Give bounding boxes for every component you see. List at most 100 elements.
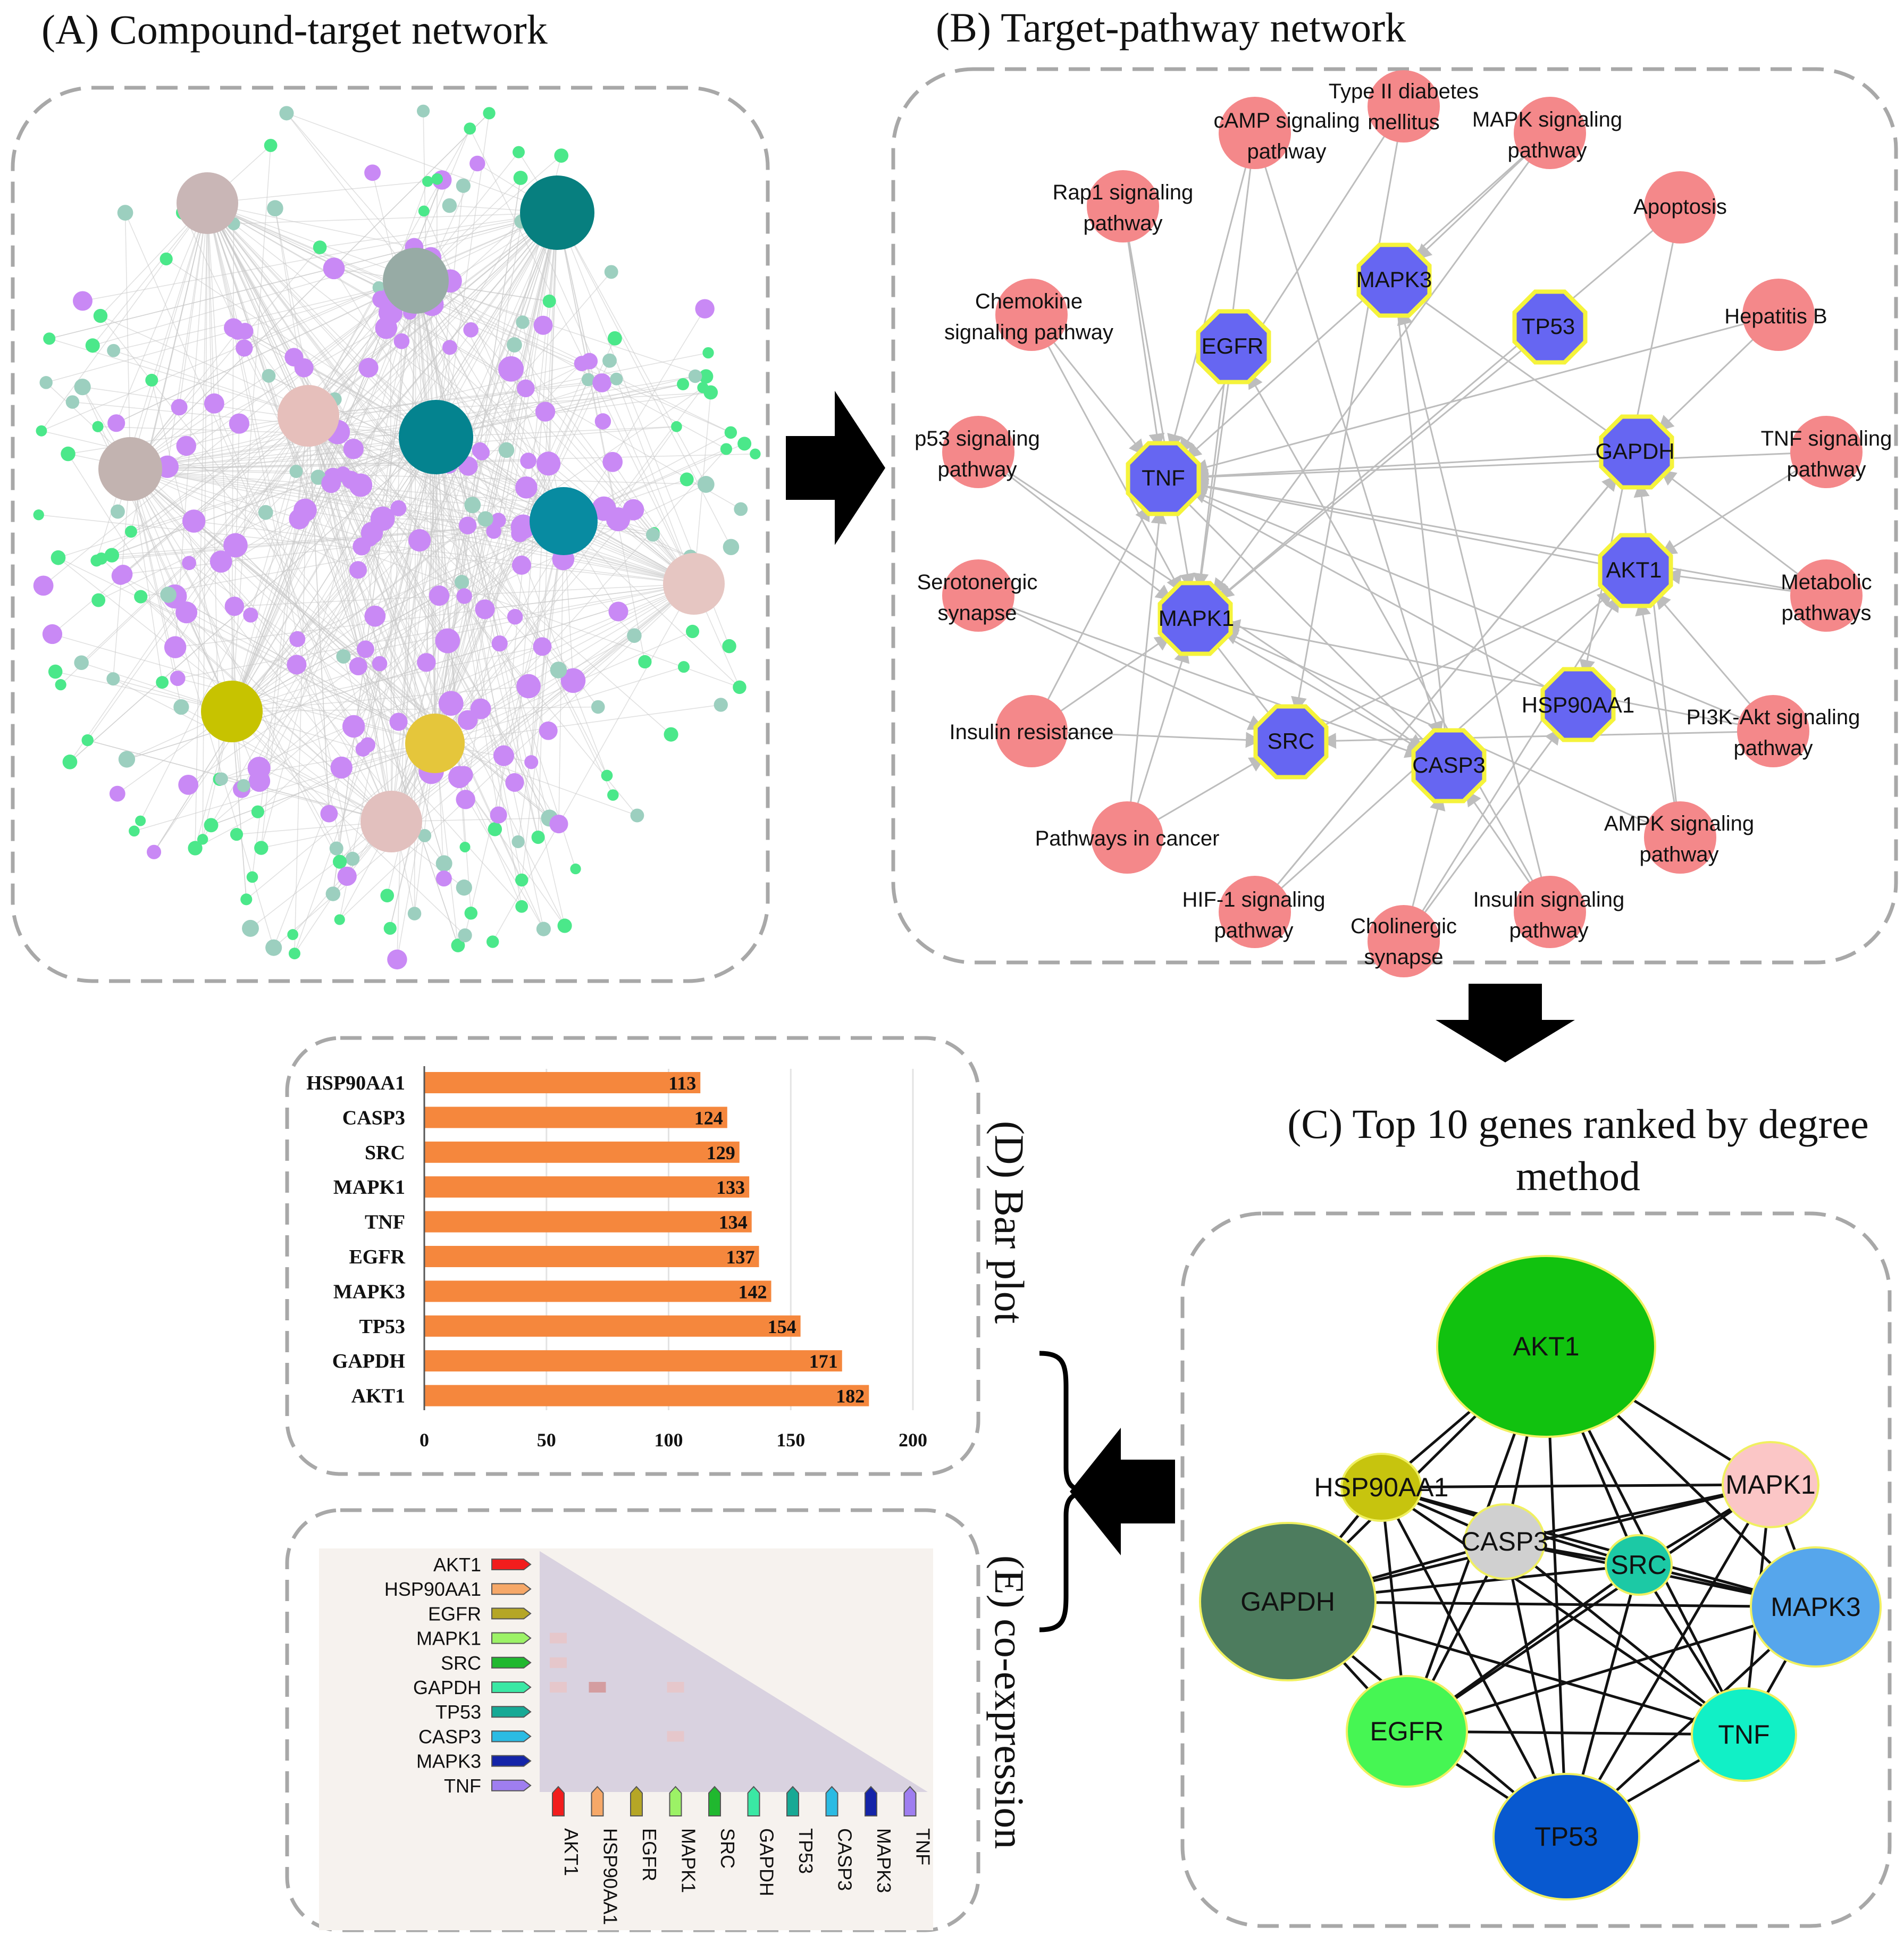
network-edge <box>194 521 694 584</box>
col-color-tag <box>786 1786 799 1816</box>
col-gene-label: HSP90AA1 <box>600 1828 622 1925</box>
pathway-node <box>1737 695 1809 767</box>
network-node <box>147 844 162 859</box>
bar <box>424 1107 727 1128</box>
network-node <box>313 240 327 254</box>
network-edge <box>130 464 449 470</box>
pathway-label: Hepatitis B <box>1724 305 1827 328</box>
network-edge <box>435 375 695 438</box>
top10-label: SRC <box>1611 1550 1667 1580</box>
coexpression-cell <box>550 1682 567 1693</box>
network-edge <box>207 203 526 389</box>
network-edge <box>434 666 684 744</box>
network-edge <box>353 437 437 727</box>
hub-node <box>405 714 465 773</box>
pathway-node <box>1368 905 1440 977</box>
top10-node <box>1199 1522 1377 1681</box>
network-node <box>129 825 140 837</box>
network-edge <box>207 203 414 248</box>
network-node <box>451 938 465 952</box>
target-pathway-edges <box>1003 132 1802 916</box>
network-node <box>364 605 386 627</box>
network-edge <box>167 203 208 467</box>
bar <box>424 1280 771 1302</box>
gene-node <box>1356 242 1432 318</box>
bar <box>424 1350 842 1372</box>
network-edge <box>391 635 635 822</box>
top10-node <box>1340 1453 1422 1522</box>
network-edge <box>167 437 437 467</box>
bar-category-label: EGFR <box>349 1246 405 1268</box>
network-node <box>321 473 341 493</box>
network-node <box>91 593 106 607</box>
network-edge <box>167 280 416 467</box>
gene-label: EGFR <box>1202 333 1264 358</box>
pathway-gene-edge <box>1136 646 1190 808</box>
network-node <box>513 146 525 158</box>
network-node <box>55 679 66 691</box>
network-node <box>246 871 258 883</box>
network-edge <box>140 596 392 822</box>
network-node <box>330 756 353 779</box>
network-edge <box>616 379 694 584</box>
bar-value-label: 142 <box>738 1281 767 1302</box>
panel-b-title: (B) Target-pathway network <box>936 4 1406 51</box>
network-node <box>197 834 208 845</box>
row-color-tag <box>491 1656 532 1669</box>
network-node <box>287 655 307 675</box>
network-edge <box>371 212 558 533</box>
network-edge <box>41 212 558 432</box>
panel-d-frame <box>285 1036 980 1476</box>
network-node <box>435 628 460 654</box>
network-node <box>550 661 567 679</box>
gene-gene-edge <box>1394 279 1637 453</box>
network-node <box>516 315 530 329</box>
panel-a-frame <box>11 86 770 983</box>
network-edge <box>231 281 451 712</box>
gene-interaction-edge <box>1380 1486 1745 1736</box>
network-node <box>156 676 169 689</box>
network-node <box>456 790 475 809</box>
gene-gene-edge <box>1194 346 1235 619</box>
pathway-gene-edge <box>1008 605 1422 758</box>
network-node <box>491 513 506 528</box>
network-edge <box>415 280 727 450</box>
pathway-gene-edge <box>1247 372 1536 885</box>
network-node <box>591 700 605 714</box>
network-node <box>464 497 481 514</box>
network-node <box>74 379 91 396</box>
network-node <box>493 745 514 766</box>
compound-target-nodes <box>33 104 761 970</box>
bar-value-label: 124 <box>694 1107 723 1128</box>
network-edge <box>435 426 677 438</box>
hub-node <box>177 172 238 234</box>
pathway-gene-edge <box>1320 731 1742 749</box>
pathway-gene-edge <box>1420 595 1620 915</box>
network-node <box>204 818 219 833</box>
top10-label: MAPK1 <box>1725 1470 1816 1500</box>
network-edge <box>130 113 490 470</box>
network-node <box>507 337 522 353</box>
top10-label: GAPDH <box>1240 1587 1335 1617</box>
coexpression-heatmap: AKT1HSP90AA1EGFRMAPK1SRCGAPDHTP53CASP3MA… <box>319 1548 934 1930</box>
pathway-gene-edge <box>1223 619 1742 726</box>
network-node <box>737 437 752 451</box>
network-node <box>513 171 528 185</box>
network-node <box>601 769 613 782</box>
top10-node <box>1750 1546 1882 1668</box>
network-node <box>42 624 63 644</box>
network-edge <box>435 437 522 907</box>
network-node <box>355 741 371 757</box>
network-node <box>645 527 660 542</box>
network-node <box>542 294 556 308</box>
pathway-gene-edge <box>1179 132 1387 454</box>
network-node <box>491 635 508 652</box>
network-node <box>390 500 407 516</box>
network-edge <box>130 312 410 470</box>
col-color-tag <box>669 1786 682 1816</box>
pathway-gene-edge <box>1664 568 1795 592</box>
